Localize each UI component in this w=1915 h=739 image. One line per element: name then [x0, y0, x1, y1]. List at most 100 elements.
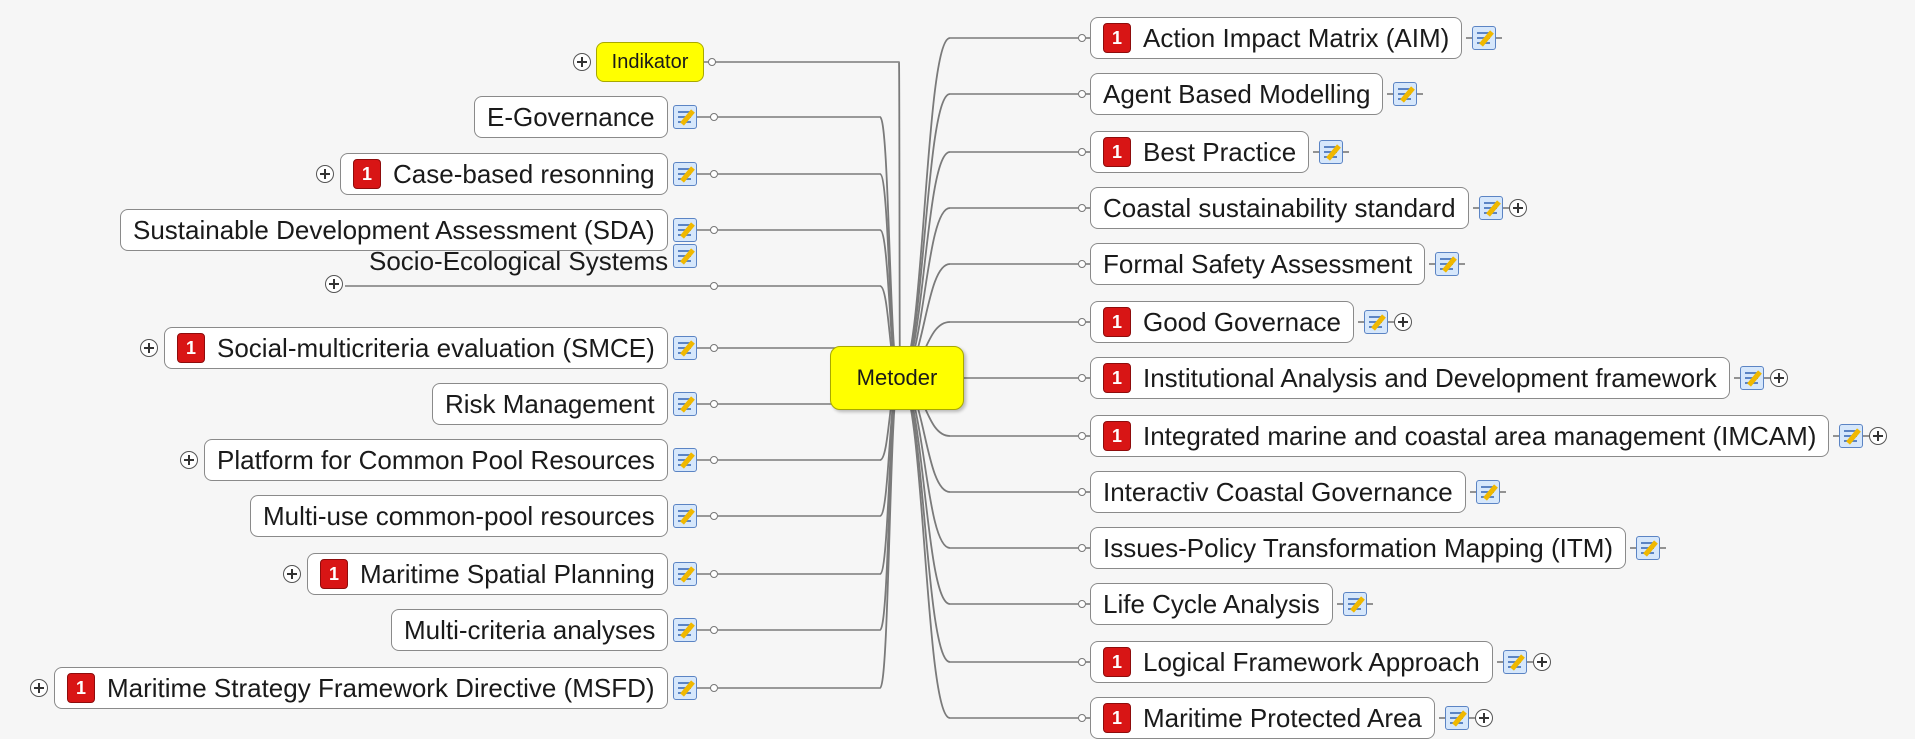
- topic-label: Maritime Protected Area: [1143, 702, 1422, 733]
- priority-1-icon: 1: [320, 559, 348, 589]
- right-topic-2[interactable]: Agent Based Modelling: [1090, 73, 1384, 115]
- topic-label: Issues-Policy Transformation Mapping (IT…: [1103, 532, 1614, 563]
- connector-knob: [710, 282, 718, 290]
- connector-knob: [1078, 714, 1086, 722]
- right-topic-1[interactable]: 1 Action Impact Matrix (AIM): [1090, 17, 1463, 59]
- left-topic-7[interactable]: Risk Management: [432, 383, 668, 425]
- topic-label: Case-based resonning: [393, 158, 655, 189]
- left-topic-11[interactable]: Multi-criteria analyses: [391, 609, 669, 651]
- right-topic-10[interactable]: Issues-Policy Transformation Mapping (IT…: [1090, 527, 1627, 569]
- note-icon[interactable]: [1476, 480, 1500, 504]
- expand-icon[interactable]: [283, 565, 301, 583]
- topic-label: Agent Based Modelling: [1103, 78, 1371, 109]
- topic-label: Sustainable Development Assessment (SDA): [133, 214, 655, 245]
- priority-1-icon: 1: [1103, 703, 1131, 733]
- connector-knob: [708, 58, 716, 66]
- expand-icon[interactable]: [1533, 653, 1551, 671]
- right-topic-9[interactable]: Interactiv Coastal Governance: [1090, 471, 1466, 513]
- note-icon[interactable]: [673, 504, 697, 528]
- expand-icon[interactable]: [573, 53, 591, 71]
- connector-knob: [1078, 148, 1086, 156]
- central-topic-label: Metoder: [856, 365, 938, 390]
- expand-icon[interactable]: [325, 275, 343, 293]
- connector-knob: [1078, 658, 1086, 666]
- note-icon[interactable]: [1503, 650, 1527, 674]
- left-topic-9[interactable]: Multi-use common-pool resources: [250, 495, 668, 537]
- topic-label: Multi-use common-pool resources: [263, 500, 655, 531]
- topic-label: Indikator: [611, 50, 689, 73]
- expand-icon[interactable]: [1475, 709, 1493, 727]
- note-icon[interactable]: [1445, 706, 1469, 730]
- note-icon[interactable]: [673, 218, 697, 242]
- connector-knob: [1078, 318, 1086, 326]
- note-icon[interactable]: [1393, 82, 1417, 106]
- connector-knob: [1078, 600, 1086, 608]
- note-icon[interactable]: [1839, 424, 1863, 448]
- connector-knob: [710, 570, 718, 578]
- topic-label: Good Governace: [1143, 306, 1342, 337]
- topic-label: Best Practice: [1143, 136, 1297, 167]
- topic-label: Life Cycle Analysis: [1103, 588, 1320, 619]
- central-topic[interactable]: Metoder: [830, 346, 964, 410]
- right-topic-5[interactable]: Formal Safety Assessment: [1090, 243, 1426, 285]
- note-icon[interactable]: [673, 336, 697, 360]
- expand-icon[interactable]: [1509, 199, 1527, 217]
- right-topic-13[interactable]: 1 Maritime Protected Area: [1090, 697, 1435, 739]
- expand-icon[interactable]: [1394, 313, 1412, 331]
- left-topic-8[interactable]: Platform for Common Pool Resources: [204, 439, 668, 481]
- note-icon[interactable]: [673, 105, 697, 129]
- left-topic-2[interactable]: E-Governance: [474, 96, 668, 138]
- priority-1-icon: 1: [1103, 647, 1131, 677]
- connector-knob: [1078, 488, 1086, 496]
- right-topic-4[interactable]: Coastal sustainability standard: [1090, 187, 1469, 229]
- right-topic-11[interactable]: Life Cycle Analysis: [1090, 583, 1333, 625]
- left-topic-5[interactable]: Socio-Ecological Systems: [369, 240, 668, 282]
- note-icon[interactable]: [1636, 536, 1660, 560]
- expand-icon[interactable]: [140, 339, 158, 357]
- note-icon[interactable]: [673, 392, 697, 416]
- note-icon[interactable]: [673, 562, 697, 586]
- note-icon[interactable]: [673, 448, 697, 472]
- left-topic-1[interactable]: Indikator: [596, 42, 704, 82]
- connector-knob: [1078, 34, 1086, 42]
- expand-icon[interactable]: [1869, 427, 1887, 445]
- connector-knob: [710, 170, 718, 178]
- note-icon[interactable]: [1364, 310, 1388, 334]
- note-icon[interactable]: [1479, 196, 1503, 220]
- connector-knob: [1078, 374, 1086, 382]
- topic-label: Action Impact Matrix (AIM): [1143, 22, 1450, 53]
- connector-knob: [710, 684, 718, 692]
- priority-1-icon: 1: [1103, 363, 1131, 393]
- priority-1-icon: 1: [1103, 23, 1131, 53]
- note-icon[interactable]: [1435, 252, 1459, 276]
- note-icon[interactable]: [673, 162, 697, 186]
- left-topic-4[interactable]: Sustainable Development Assessment (SDA): [120, 209, 668, 251]
- note-icon[interactable]: [1343, 592, 1367, 616]
- priority-1-icon: 1: [1103, 421, 1131, 451]
- topic-label: Risk Management: [445, 388, 655, 419]
- expand-icon[interactable]: [30, 679, 48, 697]
- note-icon[interactable]: [1472, 26, 1496, 50]
- expand-icon[interactable]: [180, 451, 198, 469]
- note-icon[interactable]: [673, 676, 697, 700]
- expand-icon[interactable]: [1770, 369, 1788, 387]
- connector-knob: [710, 226, 718, 234]
- note-icon[interactable]: [1319, 140, 1343, 164]
- connector-knob: [1078, 544, 1086, 552]
- note-icon[interactable]: [1740, 366, 1764, 390]
- connector-knob: [1078, 432, 1086, 440]
- expand-icon[interactable]: [316, 165, 334, 183]
- note-icon[interactable]: [673, 244, 697, 268]
- note-icon[interactable]: [673, 618, 697, 642]
- priority-1-icon: 1: [177, 333, 205, 363]
